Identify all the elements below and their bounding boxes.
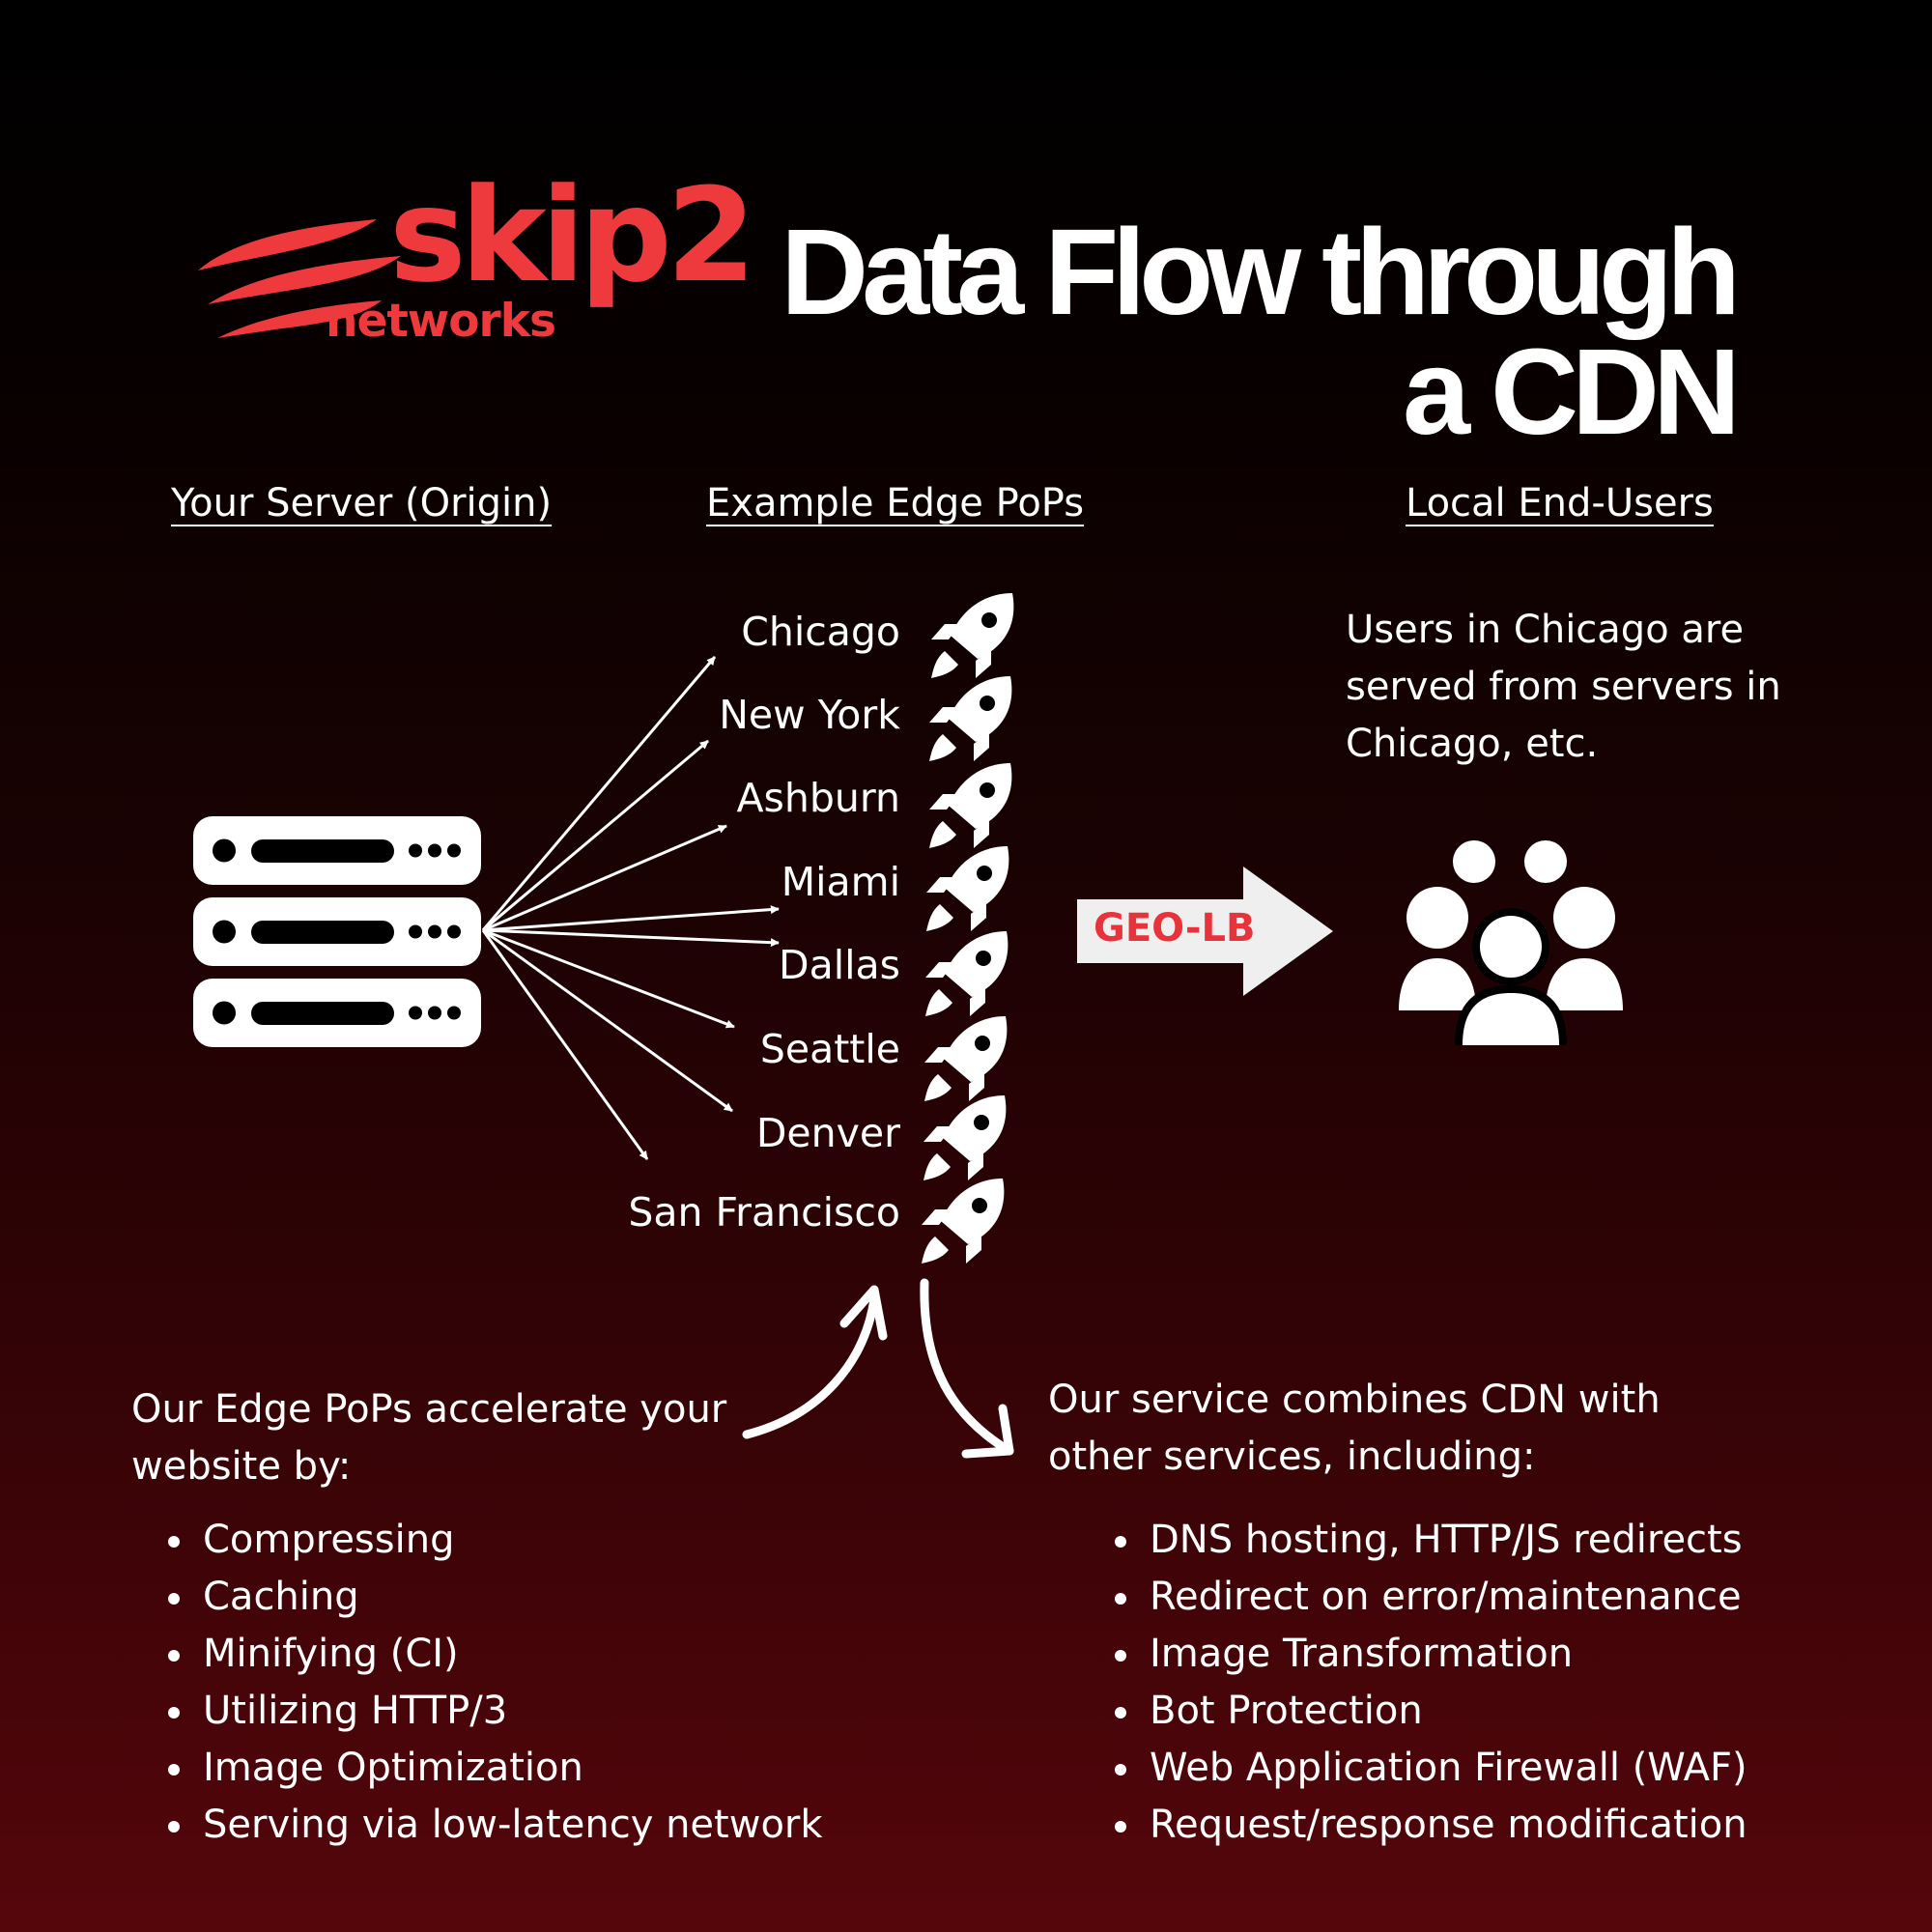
arrow-to-ashburn	[482, 824, 727, 932]
city-label: San Francisco	[628, 1189, 900, 1236]
list-item: Compressing	[168, 1512, 823, 1569]
arrow-to-seattle	[482, 928, 735, 1029]
list-item: Redirect on error/maintenance	[1115, 1569, 1747, 1626]
geo-lb-label: GEO-LB	[1094, 906, 1256, 951]
city-label: Chicago	[741, 609, 900, 655]
accelerate-list: Compressing Caching Minifying (CI) Utili…	[168, 1512, 823, 1854]
list-item: Image Optimization	[168, 1740, 823, 1797]
city-label: Dallas	[779, 942, 900, 988]
list-item: Request/response modification	[1115, 1797, 1747, 1854]
city-label: Denver	[755, 1110, 900, 1156]
accelerate-intro: Our Edge PoPs accelerate your website by…	[131, 1387, 727, 1489]
arrow-to-dallas	[482, 928, 780, 948]
users-description: Users in Chicago are served from servers…	[1346, 608, 1781, 766]
list-item: Minifying (CI)	[168, 1626, 823, 1683]
list-item: Image Transformation	[1115, 1626, 1747, 1683]
curved-arrow-up-icon	[742, 1285, 888, 1439]
rocket-icon	[925, 931, 1009, 1016]
column-header-edge: Example Edge PoPs	[706, 481, 1085, 526]
brand-logo: skip2 networks	[198, 171, 756, 353]
rocket-icon	[929, 676, 1012, 761]
title-line-1: Data Flow through	[781, 204, 1741, 340]
arrow-to-san-francisco	[481, 929, 649, 1160]
list-item: Utilizing HTTP/3	[168, 1683, 823, 1740]
server-rack-icon	[193, 816, 481, 1047]
rocket-icon	[924, 1016, 1008, 1101]
list-item: Bot Protection	[1115, 1683, 1747, 1740]
rocket-icon	[929, 763, 1012, 848]
arrow-to-miami	[482, 905, 780, 932]
rocket-icon	[926, 846, 1009, 931]
city-label: New York	[719, 692, 900, 738]
brand-name: skip2	[389, 160, 756, 311]
arrow-to-chicago	[481, 656, 717, 931]
rocket-icon	[923, 1095, 1007, 1180]
arrow-to-new-york	[482, 739, 709, 932]
list-item: Serving via low-latency network	[168, 1797, 823, 1854]
list-item: Web Application Firewall (WAF)	[1115, 1740, 1747, 1797]
arrow-to-denver	[482, 928, 733, 1113]
list-item: Caching	[168, 1569, 823, 1626]
city-label: Seattle	[759, 1026, 900, 1072]
column-header-users: Local End-Users	[1406, 481, 1714, 526]
brand-subname: networks	[326, 295, 556, 348]
column-header-origin: Your Server (Origin)	[171, 481, 553, 526]
rocket-icon	[922, 1179, 1005, 1264]
services-list: DNS hosting, HTTP/JS redirects Redirect …	[1115, 1512, 1747, 1854]
list-item: DNS hosting, HTTP/JS redirects	[1115, 1512, 1747, 1569]
city-label: Miami	[781, 859, 900, 905]
rocket-icon	[931, 593, 1014, 678]
page-title: Data Flow through a CDN	[768, 204, 1741, 460]
curved-arrow-down-icon	[920, 1278, 1014, 1459]
user-group-icon	[1399, 840, 1623, 1045]
services-intro: Our service combines CDN with other serv…	[1048, 1378, 1661, 1479]
arrow-right-icon	[1077, 867, 1333, 996]
title-line-2: a CDN	[1402, 324, 1741, 460]
city-label: Ashburn	[736, 775, 900, 821]
logo-waves-icon	[198, 219, 401, 338]
